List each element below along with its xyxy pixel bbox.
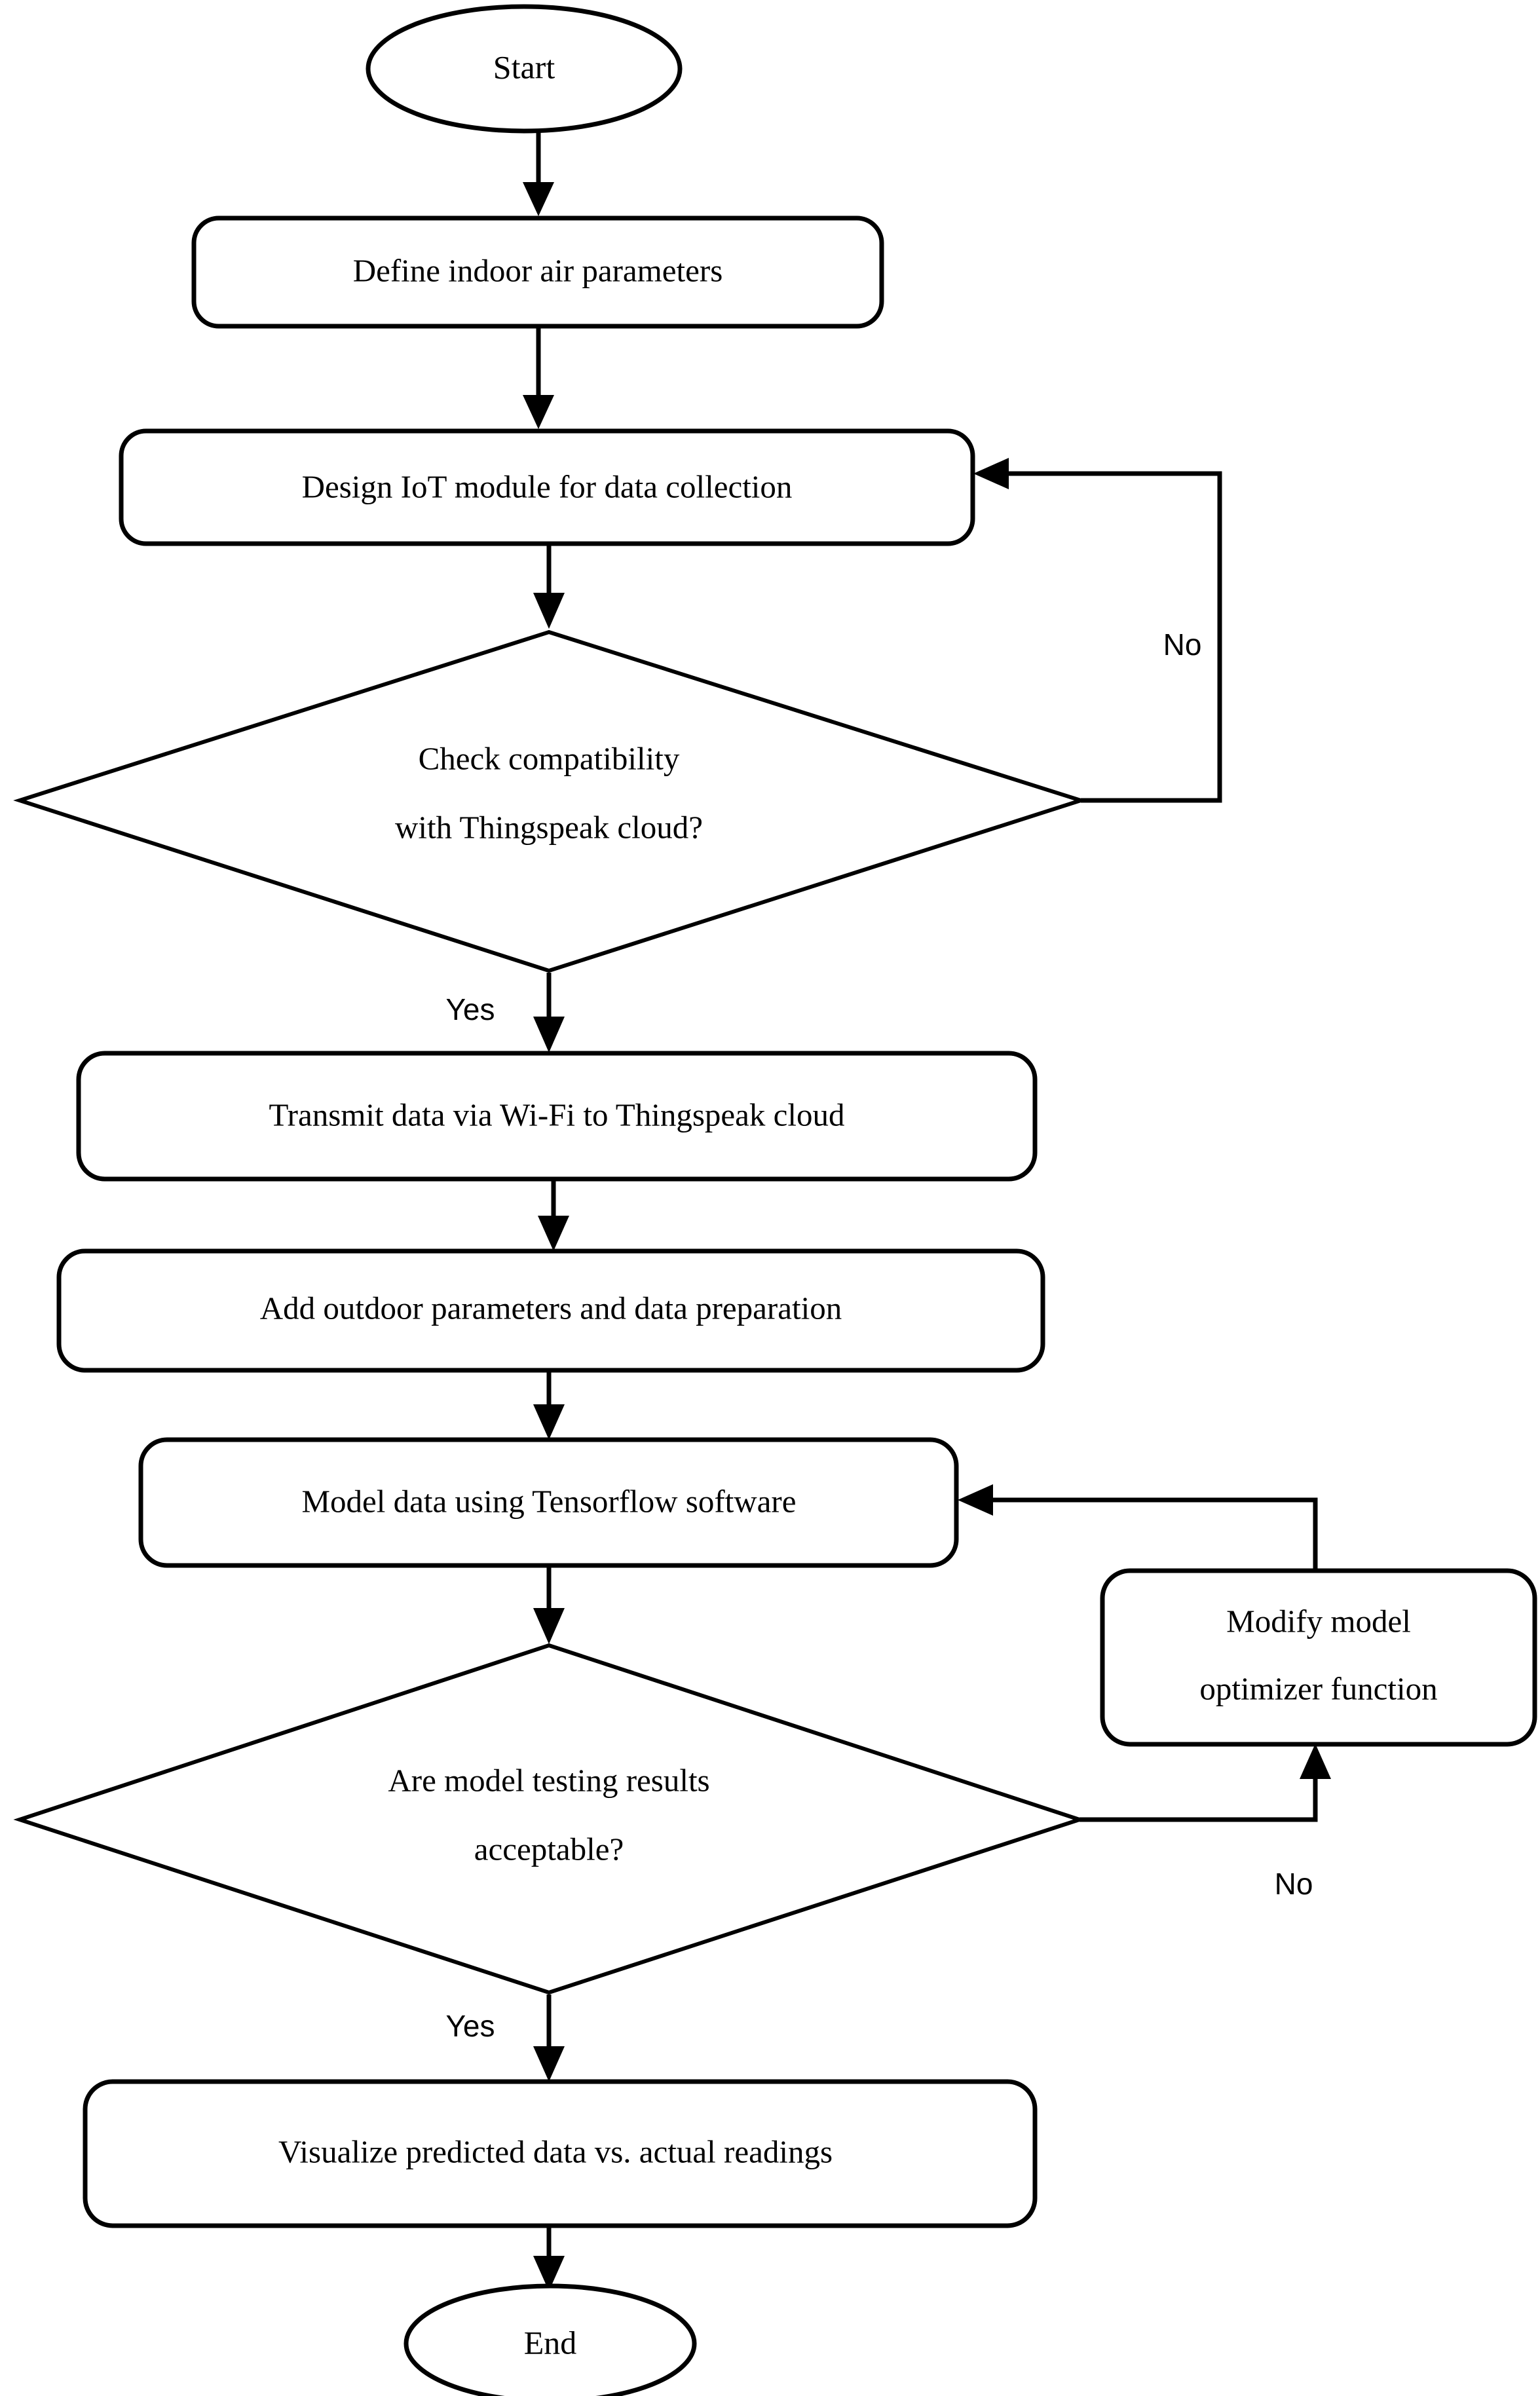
- node-transmit-label: Transmit data via Wi-Fi to Thingspeak cl…: [269, 1096, 844, 1132]
- node-testing-results-decision[interactable]: Are model testing results acceptable?: [13, 1643, 1086, 1995]
- node-transmit-data-wifi[interactable]: Transmit data via Wi-Fi to Thingspeak cl…: [76, 1051, 1038, 1182]
- node-model-label: Model data using Tensorflow software: [301, 1483, 796, 1519]
- node-testing-label-line2: acceptable?: [474, 1831, 624, 1867]
- arrow-head-icon: [973, 458, 1009, 489]
- edge-check-yes-to-transmit: [533, 973, 565, 1053]
- node-addoutdoor-label: Add outdoor parameters and data preparat…: [260, 1290, 842, 1326]
- edge-testing-no-to-modify: [1080, 1744, 1331, 1822]
- node-modify-model-optimizer[interactable]: Modify model optimizer function: [1100, 1568, 1537, 1747]
- arrow-head-icon: [533, 593, 565, 629]
- node-design-label: Design IoT module for data collection: [302, 468, 793, 504]
- node-define-label: Define indoor air parameters: [353, 252, 723, 288]
- edge-line: [997, 471, 1222, 803]
- arrow-head-icon: [523, 395, 554, 429]
- edge-label-check-yes: Yes: [445, 992, 495, 1026]
- process-box-shape: [76, 1051, 1038, 1182]
- process-box-shape: [191, 215, 884, 329]
- edge-modify-to-model: [958, 1484, 1318, 1571]
- process-box-shape: [1100, 1568, 1537, 1747]
- terminal-ellipse-shape: [366, 4, 683, 134]
- edge-transmit-to-addoutdoor: [538, 1179, 569, 1251]
- arrow-head-icon: [1300, 1744, 1331, 1779]
- node-add-outdoor-parameters[interactable]: Add outdoor parameters and data preparat…: [56, 1248, 1045, 1373]
- process-box-shape: [138, 1437, 959, 1568]
- node-start[interactable]: Start: [366, 4, 683, 134]
- node-end[interactable]: End: [404, 2283, 697, 2396]
- edge-line: [983, 1497, 1318, 1571]
- edge-label-testing-no: No: [1275, 1867, 1313, 1901]
- node-testing-label-line1: Are model testing results: [388, 1762, 709, 1798]
- edge-visualize-to-end: [533, 2226, 565, 2291]
- node-define-indoor-air-parameters[interactable]: Define indoor air parameters: [191, 215, 884, 329]
- node-modify-label-line2: optimizer function: [1199, 1670, 1437, 1706]
- arrow-head-icon: [538, 1216, 569, 1251]
- arrow-head-icon: [533, 1608, 565, 1644]
- arrow-head-icon: [533, 1017, 565, 1053]
- node-check-label-line2: with Thingspeak cloud?: [395, 809, 703, 845]
- arrow-head-icon: [533, 2256, 565, 2291]
- decision-diamond-shape: [13, 1643, 1086, 1995]
- node-start-label: Start: [493, 48, 555, 85]
- node-check-compatibility-decision[interactable]: Check compatibility with Thingspeak clou…: [13, 629, 1087, 973]
- edge-addoutdoor-to-model: [533, 1370, 565, 1440]
- edge-define-to-design: [523, 328, 554, 429]
- edge-model-to-testing: [533, 1565, 565, 1644]
- arrow-head-icon: [523, 182, 554, 216]
- edge-testing-yes-to-visualize: [533, 1994, 565, 2082]
- terminal-ellipse-shape: [404, 2283, 697, 2396]
- arrow-head-icon: [533, 2046, 565, 2082]
- process-box-shape: [56, 1248, 1045, 1373]
- edge-label-testing-yes: Yes: [445, 2009, 495, 2043]
- decision-diamond-shape: [13, 629, 1087, 973]
- node-check-label-line1: Check compatibility: [419, 740, 680, 776]
- arrow-head-icon: [533, 1404, 565, 1440]
- node-modify-label-line1: Modify model: [1226, 1603, 1411, 1639]
- node-end-label: End: [524, 2324, 577, 2361]
- arrow-head-icon: [958, 1484, 993, 1516]
- process-box-shape: [83, 2079, 1038, 2228]
- node-model-data-tensorflow[interactable]: Model data using Tensorflow software: [138, 1437, 959, 1568]
- edge-label-check-no: No: [1163, 627, 1202, 662]
- edge-line: [1080, 1769, 1318, 1822]
- edge-design-to-check: [533, 544, 565, 629]
- process-box-shape: [119, 428, 975, 546]
- node-design-iot-module[interactable]: Design IoT module for data collection: [119, 428, 975, 546]
- node-visualize-predicted-data[interactable]: Visualize predicted data vs. actual read…: [83, 2079, 1038, 2228]
- node-visualize-label: Visualize predicted data vs. actual read…: [278, 2133, 833, 2169]
- edge-check-no-loop: [973, 458, 1222, 803]
